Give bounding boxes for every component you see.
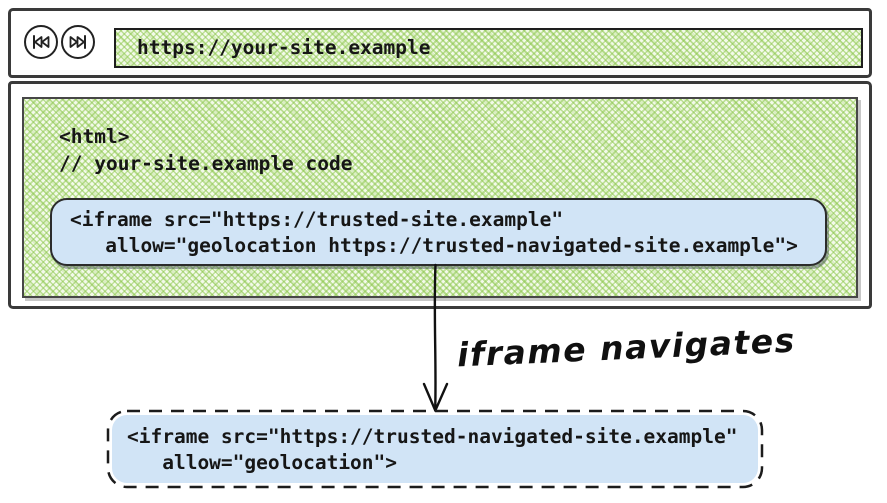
- address-bar-url: https://your-site.example: [137, 36, 431, 59]
- back-button: [22, 23, 60, 61]
- dashed-border-shape: [106, 409, 764, 489]
- navigated-iframe-box: <iframe src="https://trusted-navigated-s…: [106, 409, 764, 489]
- arrow-label: iframe navigates: [456, 320, 797, 375]
- browser-window: <html> // your-site.example code <iframe…: [8, 81, 872, 309]
- navigated-iframe-snippet-code: <iframe src="https://trusted-navigated-s…: [127, 425, 738, 474]
- skip-forward-icon: [59, 23, 97, 61]
- address-bar: https://your-site.example: [114, 28, 863, 68]
- forward-button: [59, 23, 97, 61]
- page-content-your-site: <html> // your-site.example code <iframe…: [22, 97, 858, 298]
- iframe-code-box: <iframe src="https://trusted-site.exampl…: [50, 198, 827, 266]
- browser-toolbar: https://your-site.example: [8, 8, 872, 78]
- skip-back-icon: [22, 23, 60, 61]
- iframe-snippet-code: <iframe src="https://trusted-site.exampl…: [70, 208, 798, 257]
- page-source-code: <html> // your-site.example code: [59, 125, 353, 175]
